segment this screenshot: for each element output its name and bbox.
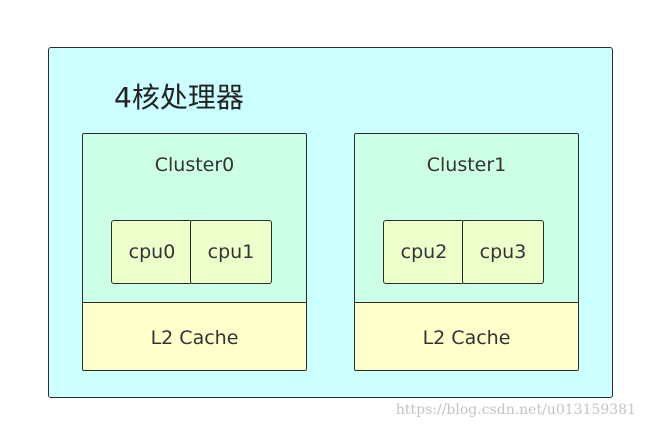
- processor-title: 4核处理器: [114, 81, 244, 114]
- cluster-0-l2-cache: L2 Cache: [83, 302, 306, 370]
- cluster-1-core-area: Cluster1 cpu2 cpu3: [355, 134, 578, 302]
- cluster-0-core-area: Cluster0 cpu0 cpu1: [83, 134, 306, 302]
- cpu-3-box: cpu3: [462, 220, 544, 284]
- processor-box: 4核处理器 Cluster0 cpu0 cpu1 L2 Cache Cluste…: [48, 47, 613, 398]
- cpu-1-box: cpu1: [190, 220, 272, 284]
- cpu-0-box: cpu0: [111, 220, 193, 284]
- cluster-1-label: Cluster1: [426, 154, 507, 176]
- cluster-1-box: Cluster1 cpu2 cpu3 L2 Cache: [354, 133, 579, 371]
- cluster-0-box: Cluster0 cpu0 cpu1 L2 Cache: [82, 133, 307, 371]
- cpu-2-box: cpu2: [383, 220, 465, 284]
- cluster-0-label: Cluster0: [154, 154, 235, 176]
- watermark-text: https://blog.csdn.net/u013159381: [395, 402, 636, 418]
- cluster-1-l2-cache: L2 Cache: [355, 302, 578, 370]
